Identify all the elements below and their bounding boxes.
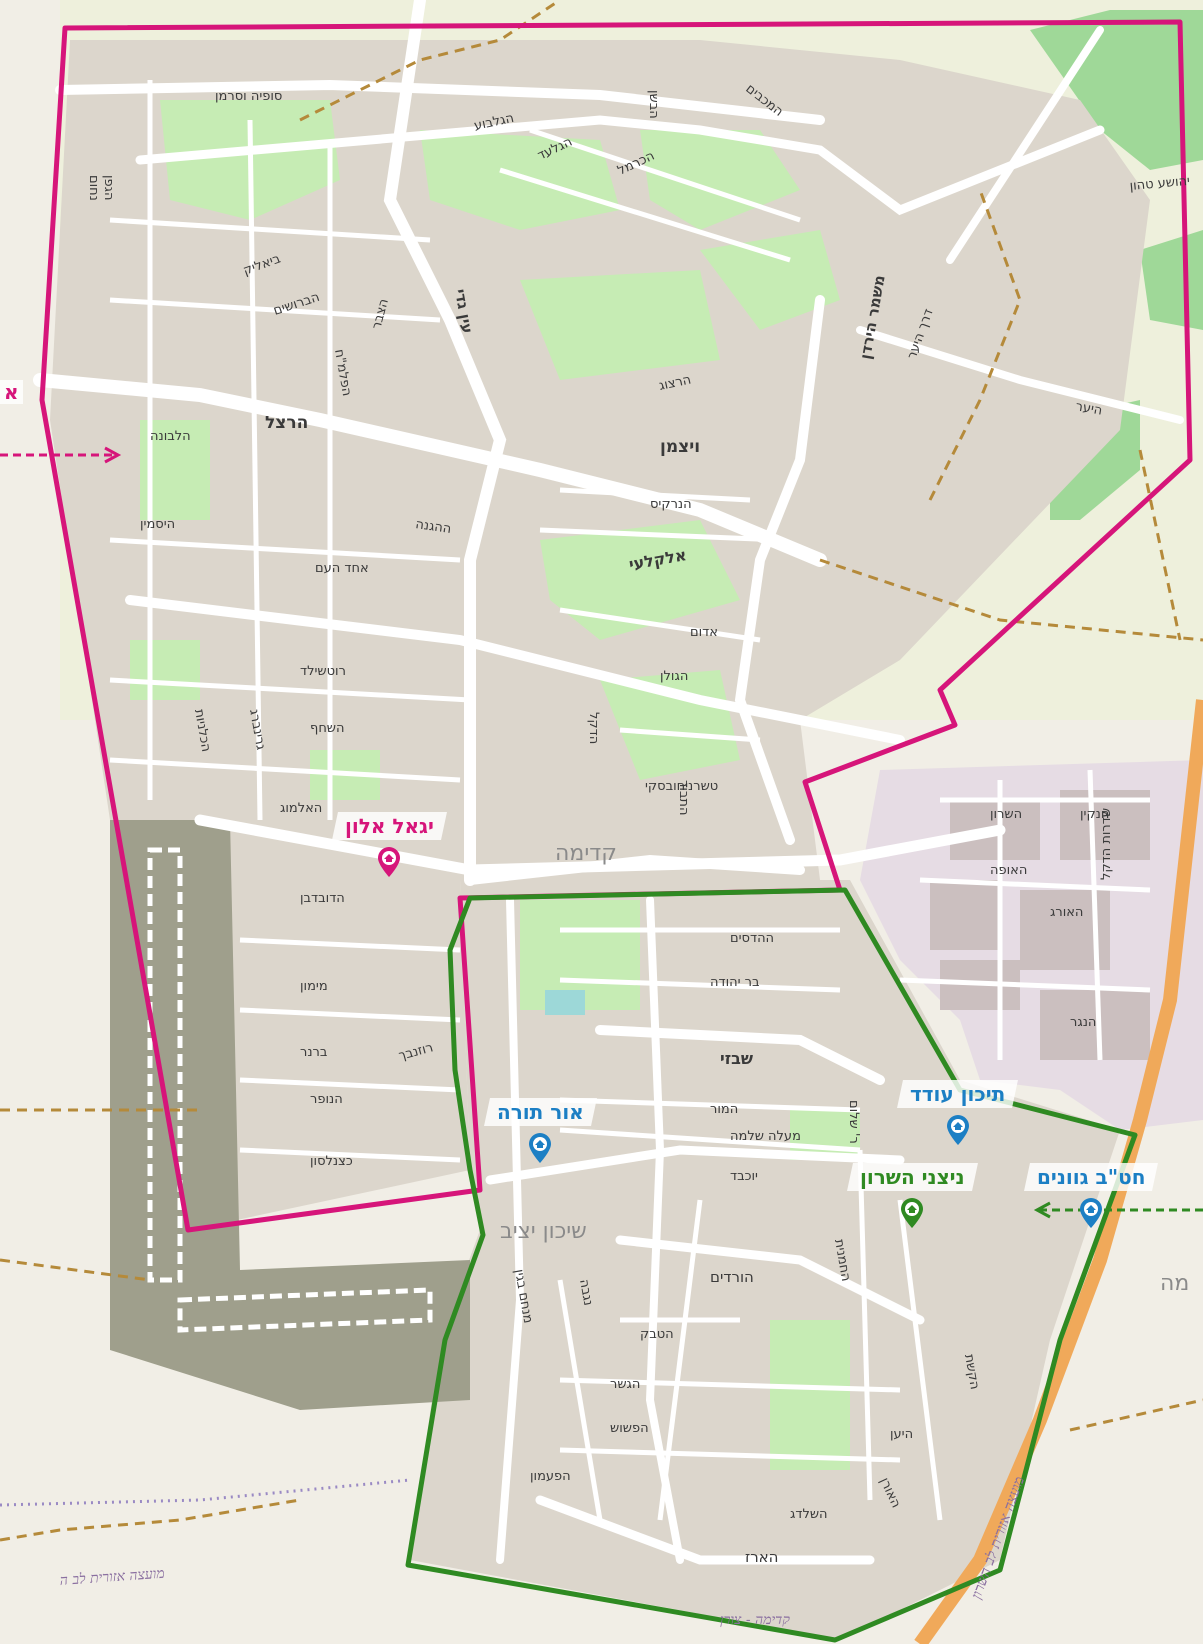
street-label: השחף (310, 721, 345, 736)
street-label: טשרניחובסקי (645, 779, 718, 794)
street-label: היען (890, 1427, 913, 1442)
street-label: התבור (676, 780, 691, 815)
street-label: ההדסים (730, 931, 774, 946)
street-label: הדובדבן (300, 891, 345, 906)
street-label: האלמוג (280, 801, 322, 816)
home-pin-icon[interactable] (376, 846, 402, 878)
dashed-track (147, 847, 433, 1333)
zone-north-boundary (39, 19, 1193, 1233)
school-marker[interactable]: חט"ב גוונים (1024, 1163, 1159, 1229)
street-label: הנופר (310, 1092, 343, 1107)
admin-boundaries (0, 0, 1203, 1542)
school-label: יגאל אלון (332, 812, 447, 840)
school-marker[interactable]: אור תורה (484, 1098, 597, 1164)
street-label: שבזי (720, 1049, 753, 1068)
street-label: הלבונה (150, 429, 191, 444)
school-label: ניצני השרון (847, 1163, 978, 1191)
street-label: חנקין (1080, 807, 1109, 822)
region-label-council-bottom: מועצה אזורית לב ה (59, 1566, 165, 1589)
roads-secondary (109, 80, 1151, 1521)
street-label: ר' שלום (846, 1100, 861, 1144)
street-label: גרינברג (246, 708, 268, 751)
roads-main (33, 0, 1184, 1565)
street-label: יוכבד (730, 1169, 758, 1184)
street-label: הארז (745, 1548, 779, 1566)
school-label: חט"ב גוונים (1024, 1163, 1159, 1191)
street-label: סופיה וסרמן (215, 89, 282, 104)
street-label: מעלה שלמה (730, 1129, 801, 1144)
street-label: הפשוש (610, 1421, 649, 1436)
home-pin-icon[interactable] (899, 1197, 925, 1229)
street-label: החמנית (831, 1238, 853, 1282)
street-label: אחד העם (315, 561, 369, 576)
highway (914, 699, 1203, 1644)
street-label: הגפן (101, 175, 116, 201)
street-label: הפעמון (530, 1469, 571, 1484)
region-label-kadima-tsoran: קדימה - צורן (720, 1612, 790, 1628)
street-label: הכלניות (191, 708, 213, 753)
school-marker[interactable]: יגאל אלון (332, 812, 447, 878)
street-label: הנגר (1070, 1015, 1096, 1030)
arrow-left-pink-head (104, 446, 122, 464)
street-label: רוטשילד (300, 664, 346, 679)
school-label: אור תורה (484, 1098, 597, 1126)
pool (545, 990, 585, 1015)
street-label: בר יהודה (710, 975, 760, 990)
street-label: המור (710, 1102, 738, 1117)
street-label: הנרקיס (650, 497, 692, 512)
street-label: הטבק (640, 1327, 674, 1342)
street-label: השלדג (790, 1507, 828, 1522)
place-label-edge: מה (1160, 1271, 1189, 1296)
street-label: נחום (86, 175, 101, 201)
home-pin-icon[interactable] (527, 1132, 553, 1164)
street-label: השרון (990, 807, 1022, 822)
street-label: כצנלסון (310, 1154, 353, 1169)
street-label: יהושע טהון (1129, 174, 1191, 194)
street-label: מימון (300, 979, 328, 994)
school-marker[interactable]: ניצני השרון (847, 1163, 978, 1229)
street-label: הדקל (586, 712, 601, 744)
street-label: שדרות הדקל (1099, 808, 1114, 880)
home-pin-icon[interactable] (1078, 1197, 1104, 1229)
school-label: תיכון עודד (897, 1080, 1019, 1108)
street-label: הרצוג (658, 372, 693, 393)
street-label: הבשן (646, 90, 661, 119)
street-label: הקשת (961, 1353, 982, 1391)
street-label: הרצל (265, 413, 308, 433)
street-label: הגולן (660, 669, 688, 684)
grey-area (110, 820, 470, 1410)
place-label-kadima: קדימה (555, 841, 617, 866)
home-pin-icon[interactable] (945, 1114, 971, 1146)
place-label-shikun: שיכון יציב (500, 1219, 587, 1244)
street-label: ההגנה (414, 517, 452, 537)
street-label: היער (1074, 399, 1103, 418)
street-label: אדום (690, 625, 718, 640)
street-label: האורג (1050, 905, 1083, 920)
street-label: הורדים (710, 1268, 754, 1286)
street-label: נגבה (576, 1278, 595, 1307)
street-label: האופה (990, 863, 1027, 878)
arrow-right-green-head (1033, 1201, 1051, 1219)
street-label: ברנר (300, 1045, 327, 1060)
street-label: הגשר (610, 1377, 640, 1392)
school-marker[interactable]: תיכון עודד (897, 1080, 1019, 1146)
street-label: היסמין (140, 517, 175, 532)
offscreen-zone-label: א (0, 380, 23, 404)
street-label: ויצמן (660, 437, 700, 457)
